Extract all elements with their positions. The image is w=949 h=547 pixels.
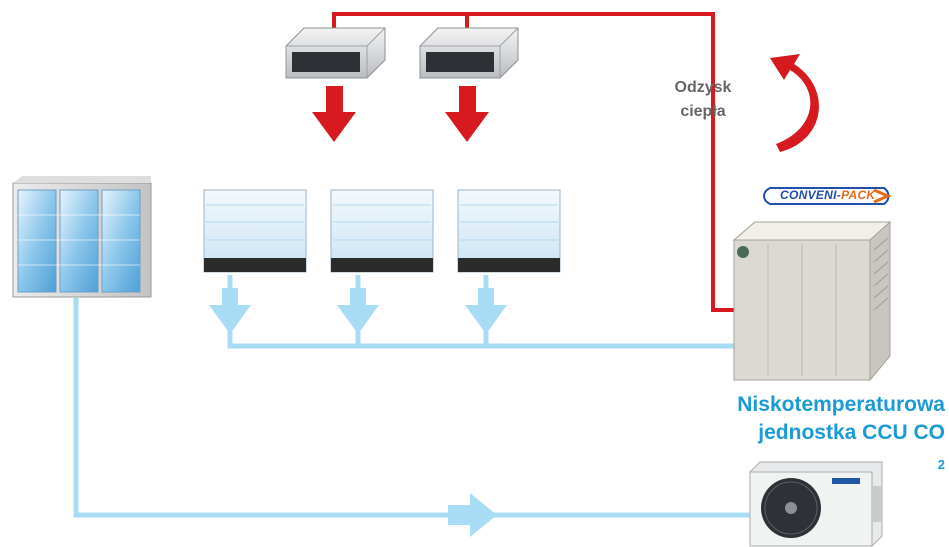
ducted-indoor-unit-icon (419, 27, 519, 79)
refrigerated-display-case-icon (330, 189, 434, 273)
logo-accent-text: PACK (841, 188, 876, 202)
curved-arrow-icon (770, 54, 819, 152)
heat-recovery-label-line2: ciepła (680, 103, 726, 120)
down-arrow-icon (209, 288, 251, 334)
ccu-label-line1: Niskotemperaturowa (737, 393, 945, 416)
heat-flow-arrows (312, 86, 489, 142)
ducted-indoor-unit-icon (285, 27, 386, 79)
cold-flow-arrows (209, 288, 507, 537)
down-arrow-icon (445, 86, 489, 142)
cold-pipe-network (73, 275, 750, 518)
ccu-label: Niskotemperaturowa jednostka CCU CO 2 (680, 391, 945, 479)
refrigerated-display-case-icon (457, 189, 561, 273)
logo-text: CONVENI-PACK (780, 188, 875, 202)
down-arrow-icon (312, 86, 356, 142)
logo-main-text: CONVENI- (780, 188, 842, 202)
condensing-unit-icon (749, 461, 883, 547)
ccu-label-line2: jednostka CCU CO 2 (680, 419, 945, 479)
glass-door-freezer-icon (12, 176, 152, 298)
right-arrow-icon (448, 493, 497, 537)
ccu-label-line2-text: jednostka CCU CO (758, 421, 945, 444)
down-arrow-icon (465, 288, 507, 334)
heat-recovery-label: Odzysk ciepła (648, 76, 758, 124)
down-arrow-icon (337, 288, 379, 334)
heat-recovery-label-line1: Odzysk (674, 79, 732, 96)
conveni-pack-outdoor-unit-icon (732, 220, 892, 382)
refrigerated-display-case-icon (203, 189, 307, 273)
conveni-pack-logo: CONVENI-PACK (760, 184, 892, 208)
swoosh-logo-icon (763, 187, 892, 205)
ccu-label-subscript: 2 (937, 457, 945, 472)
